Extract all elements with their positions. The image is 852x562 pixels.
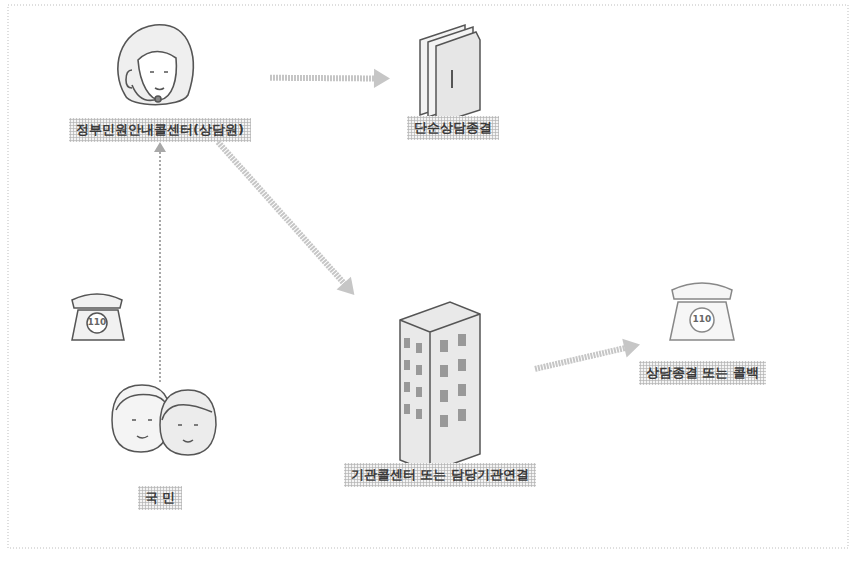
node-label: 국 민 xyxy=(138,486,183,510)
node-label: 기관콜센터 또는 담당기관연결 xyxy=(344,463,536,487)
phone-icon xyxy=(670,283,734,340)
phone-icon xyxy=(72,294,124,340)
operator-icon xyxy=(118,25,193,105)
label-band: 정부민원안내콜센터(상담원) xyxy=(10,118,310,142)
arrow-shaft xyxy=(535,347,628,369)
flow-arrow xyxy=(218,142,354,295)
arrow-head xyxy=(154,142,166,152)
folder-icon xyxy=(420,25,480,124)
icon-node: 단순상담종결 xyxy=(390,18,515,140)
label-band: 국 민 xyxy=(60,486,260,510)
dial-number: 110 xyxy=(85,317,109,327)
label-band: 단순상담종결 xyxy=(350,116,555,140)
dial-number: 110 xyxy=(690,314,714,324)
citizens-icon xyxy=(112,385,216,455)
arrow-shaft xyxy=(270,75,377,82)
arrow-head xyxy=(374,69,390,88)
arrow-shaft xyxy=(159,150,161,382)
arrow-head xyxy=(337,277,355,295)
node-label: 상담종결 또는 콜백 xyxy=(639,361,766,385)
flow-arrow xyxy=(154,142,166,382)
label-band: 상담종결 또는 콜백 xyxy=(600,361,805,385)
node-label: 단순상담종결 xyxy=(407,116,499,140)
icon-node: 정부민원안내콜센터(상담원) xyxy=(50,12,270,142)
flow-arrow xyxy=(270,69,390,88)
frame xyxy=(8,5,848,548)
icon-node: 상담종결 또는 콜백 xyxy=(640,275,765,385)
node-label: 정부민원안내콜센터(상담원) xyxy=(69,118,251,142)
icon-node: 국 민 xyxy=(100,382,220,510)
icon-node: 기관콜센터 또는 담당기관연결 xyxy=(345,295,535,487)
arrow-shaft xyxy=(218,142,346,285)
arrow-head xyxy=(622,339,640,358)
flow-arrow xyxy=(535,339,640,369)
label-band: 기관콜센터 또는 담당기관연결 xyxy=(305,463,575,487)
building-icon xyxy=(400,302,480,472)
